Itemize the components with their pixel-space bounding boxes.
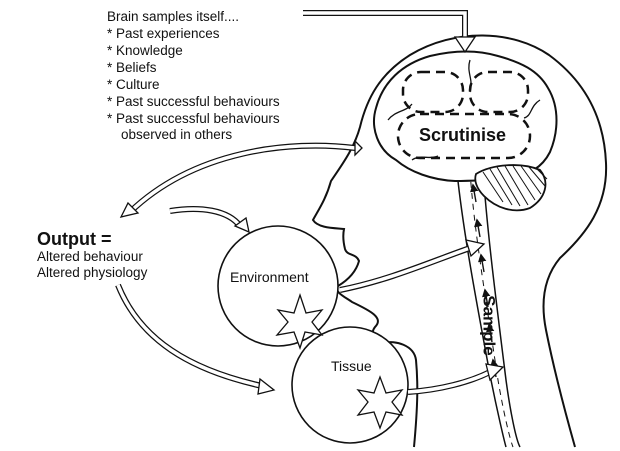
sample-label: Sample	[479, 295, 499, 356]
tissue-circle	[291, 326, 409, 444]
list-item-beliefs: * Beliefs	[107, 60, 157, 75]
scrutinise-loop	[396, 112, 532, 160]
tissue-starburst	[356, 375, 404, 430]
head-outline	[311, 34, 608, 448]
environment-label: Environment	[230, 269, 309, 285]
tissue-label: Tissue	[331, 358, 372, 374]
environment-starburst	[275, 292, 324, 351]
brain-samples-title: Brain samples itself....	[107, 9, 240, 24]
output-title: Output =	[37, 229, 112, 249]
output-line-physiology: Altered physiology	[37, 265, 148, 280]
brain-outline	[373, 50, 558, 183]
list-item-past-successful-behaviours-others: * Past successful behaviours	[107, 111, 280, 126]
brain-fold-4	[411, 155, 439, 161]
list-item-past-successful-behaviours: * Past successful behaviours	[107, 94, 280, 109]
brain-samples-arrow	[303, 10, 468, 38]
brain-fold-1	[387, 103, 413, 121]
list-item-past-experiences: * Past experiences	[107, 26, 220, 41]
thought-loop-left	[401, 70, 465, 114]
scrutinise-label: Scrutinise	[419, 125, 507, 145]
tissue-to-spine-arrow	[407, 369, 492, 395]
spinal-cord-inner	[469, 170, 514, 448]
cerebellum-stripes	[482, 165, 548, 207]
thought-loop-right	[468, 70, 530, 114]
sample-up-arrows	[470, 183, 499, 378]
list-item-continuation: observed in others	[121, 127, 233, 142]
output-line-behaviour: Altered behaviour	[37, 249, 143, 264]
spinal-cord-left	[456, 171, 507, 448]
brain-fold-3	[523, 99, 541, 119]
environment-circle	[217, 225, 339, 347]
spinal-cord-right	[482, 169, 521, 448]
list-item-culture: * Culture	[107, 77, 160, 92]
brain-to-output-arrow	[127, 142, 356, 215]
list-item-knowledge: * Knowledge	[107, 43, 183, 58]
